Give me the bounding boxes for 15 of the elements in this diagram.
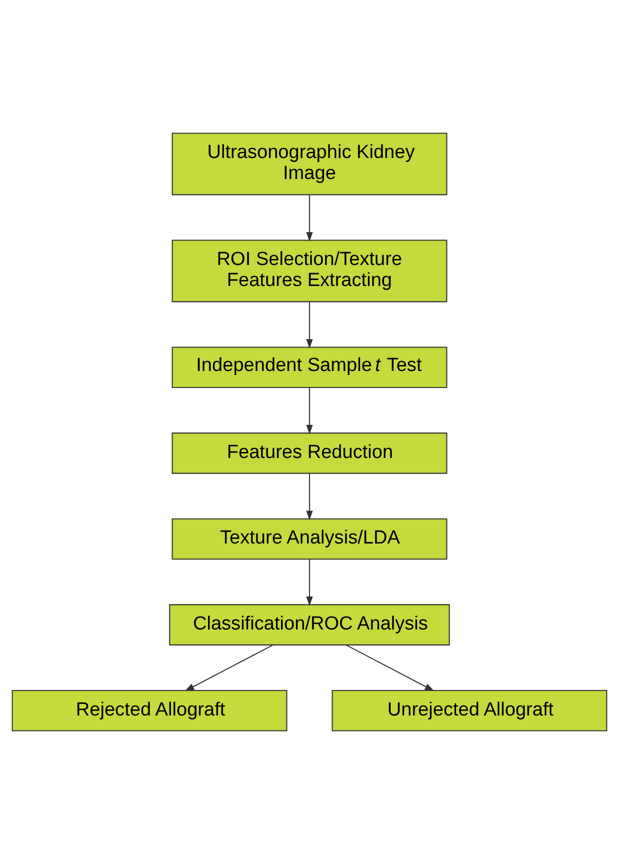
arrow (306, 473, 313, 520)
node-box: Independent Sample t Test (172, 346, 448, 388)
node-box: Texture Analysis/LDA (172, 518, 448, 560)
arrow (184, 644, 274, 691)
node-box: ROI Selection/Texture Features Extracting (172, 239, 448, 302)
arrow (306, 301, 313, 348)
node-box: Rejected Allograft (12, 689, 288, 731)
arrow (306, 387, 313, 434)
node-box: Features Reduction (172, 432, 448, 474)
node-box: Classification/ROC Analysis (169, 604, 450, 645)
node-box: Unrejected Allograft (332, 689, 608, 731)
arrow (306, 194, 313, 242)
arrow (346, 644, 434, 691)
node-box: Ultrasonographic Kidney Image (172, 132, 448, 195)
arrow (306, 558, 313, 606)
